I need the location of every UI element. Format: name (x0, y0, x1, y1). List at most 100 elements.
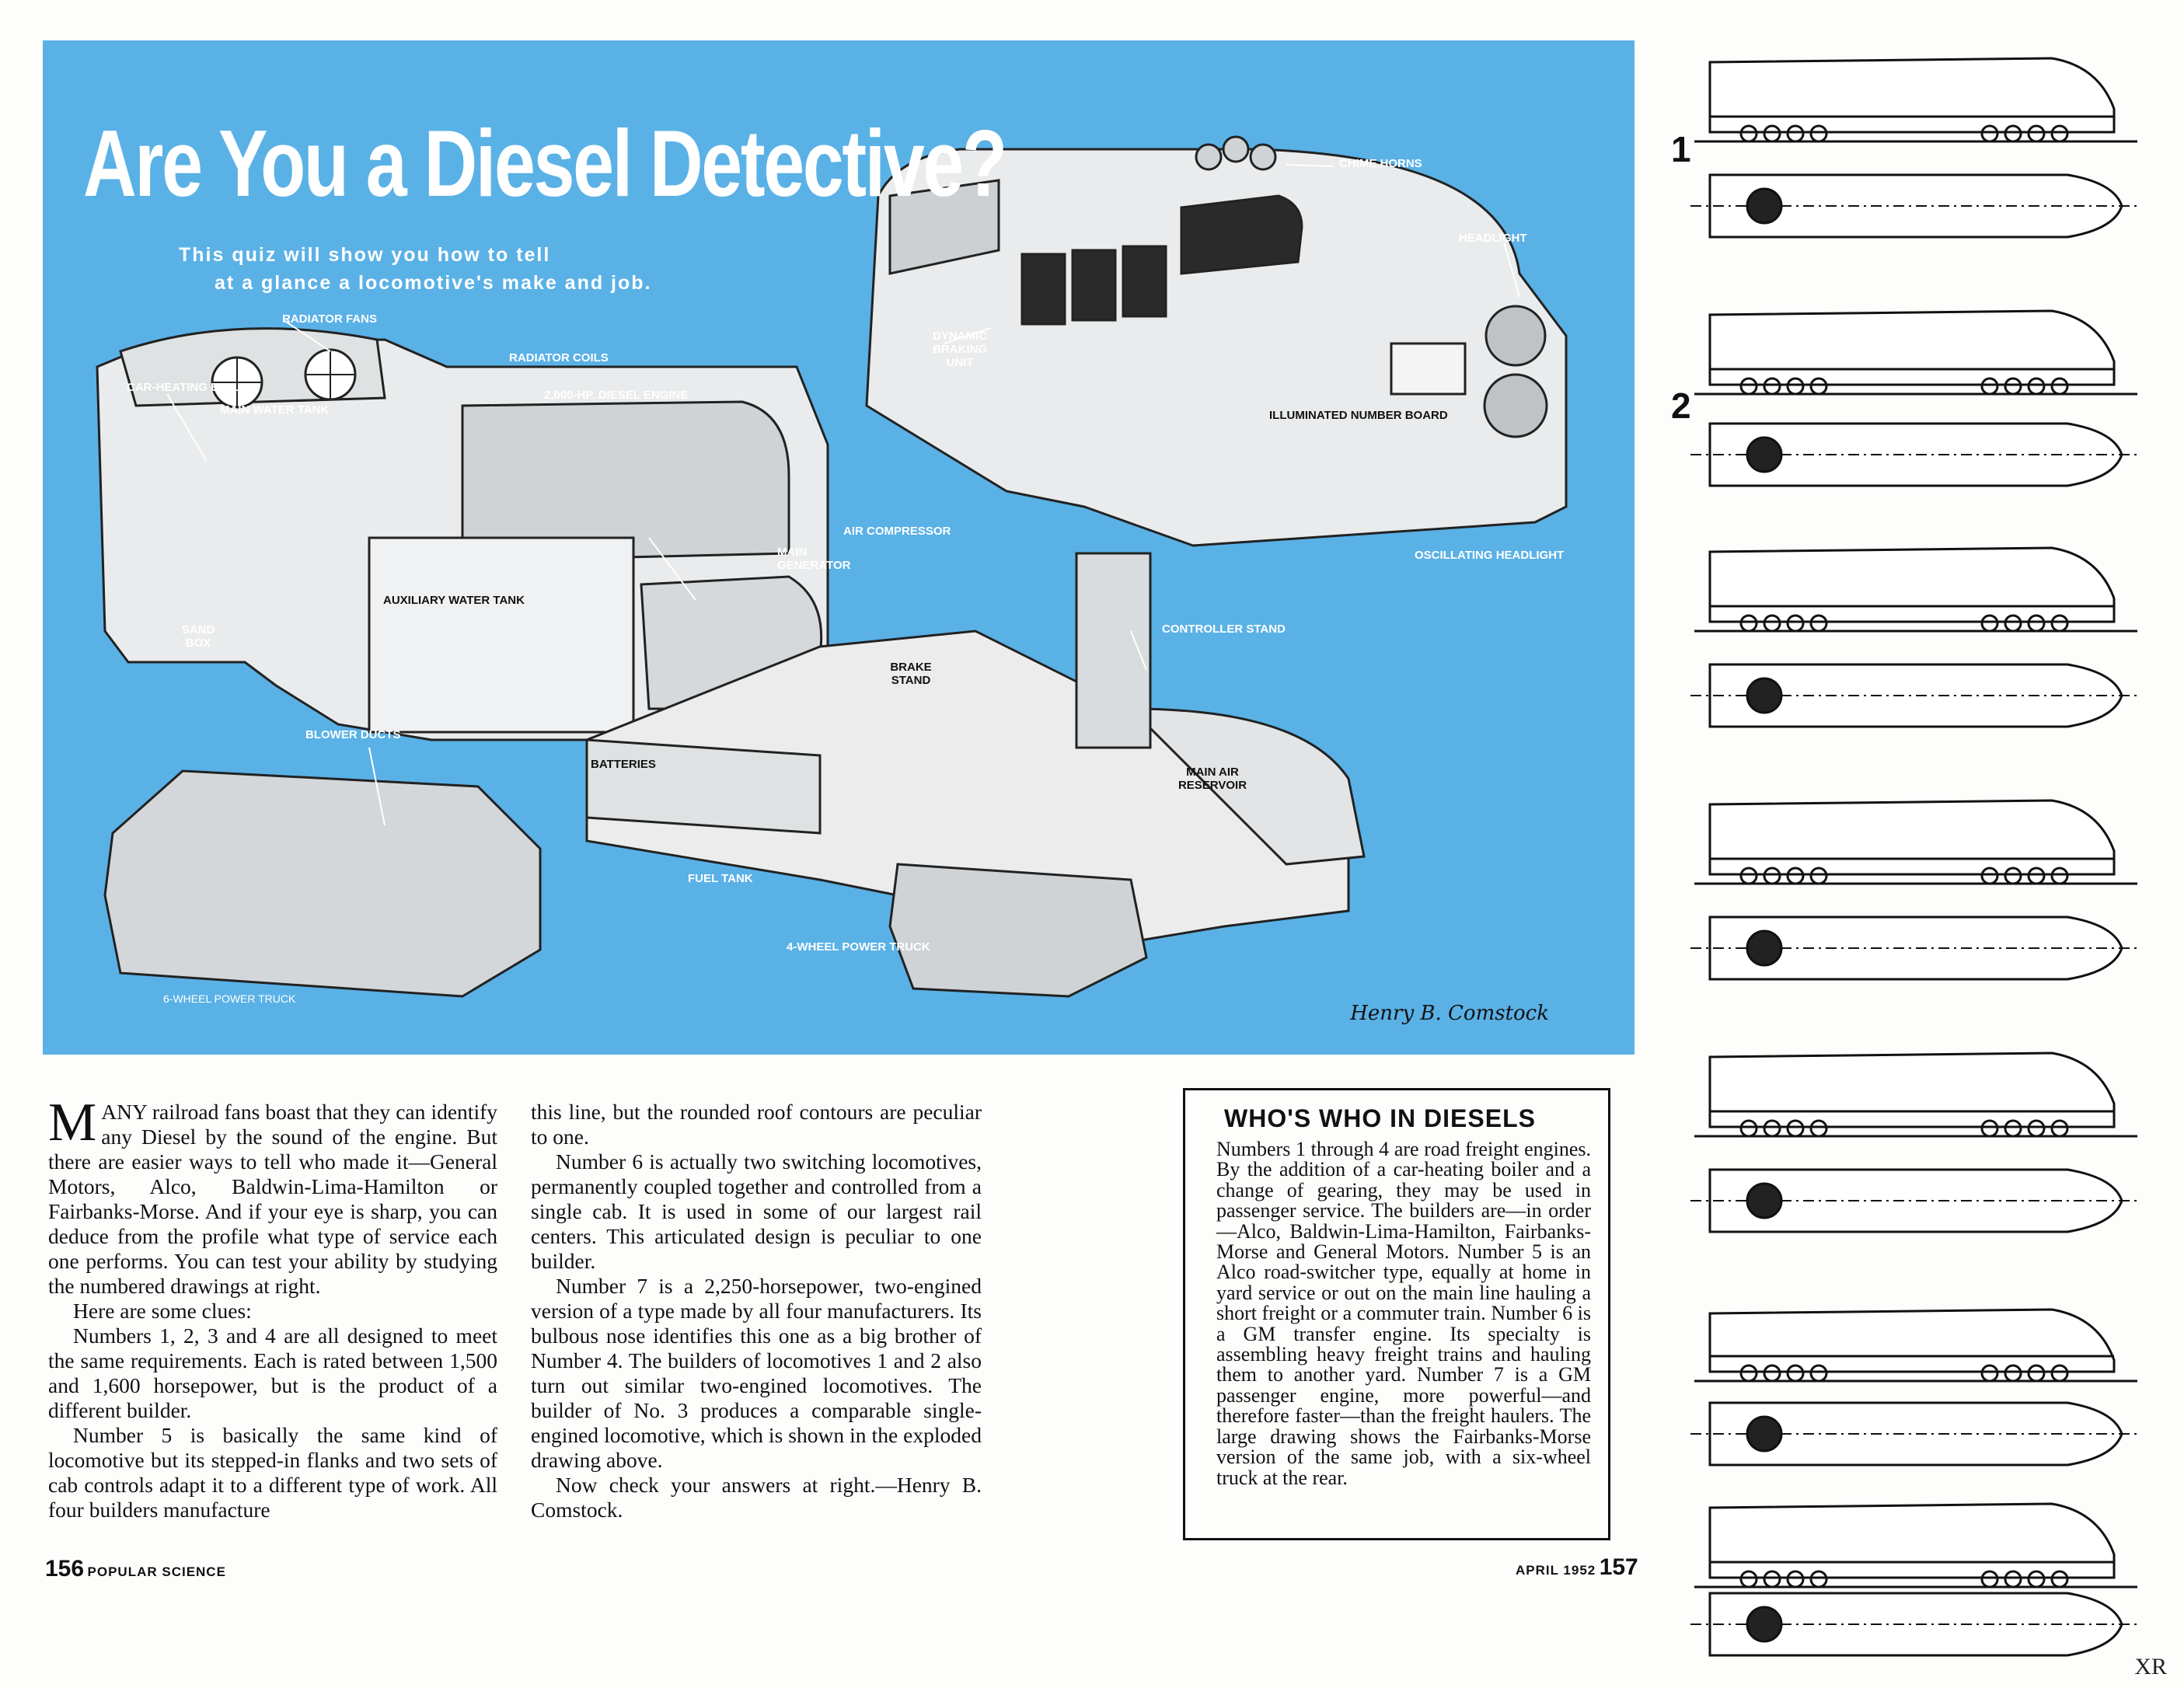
wheel (2004, 1364, 2022, 1383)
side-view-body (1708, 309, 2116, 386)
wheel (2004, 1570, 2022, 1589)
label-auxiliary-water-tank: AUXILIARY WATER TANK (383, 594, 525, 607)
wheel (2004, 377, 2022, 396)
corner-mark: XR (2134, 1654, 2167, 1679)
article-paragraph: Numbers 1, 2, 3 and 4 are all designed t… (48, 1324, 497, 1422)
label-dynamic-braking-unit: DYNAMIC BRAKING UNIT (933, 330, 987, 369)
wheel (2027, 614, 2046, 633)
label-diesel-engine: 2,000-HP. DIESEL ENGINE (544, 389, 689, 402)
wheel (1739, 124, 1758, 143)
side-view-body (1708, 1052, 2116, 1128)
top-view-fan (1746, 1606, 1783, 1643)
side-view-body (1708, 546, 2116, 623)
label-radiator-fans: RADIATOR FANS (282, 312, 377, 326)
wheel (1980, 614, 1999, 633)
page-title: Are You a Diesel Detective? (83, 110, 1007, 216)
side-view-body (1708, 57, 2116, 134)
illustration-panel: Are You a Diesel Detective? This quiz wi… (43, 40, 1635, 1055)
wheel (2027, 1364, 2046, 1383)
locomotive-profile-drawings (1690, 57, 2141, 1657)
label-main-air-reservoir: MAIN AIR RESERVOIR (1177, 766, 1247, 792)
wheel (1980, 867, 1999, 885)
artist-signature: Henry B. Comstock (1350, 1002, 1549, 1025)
wheel (1786, 1119, 1805, 1138)
wheel (2004, 124, 2022, 143)
folio-left: 156 POPULAR SCIENCE (45, 1556, 226, 1582)
magazine-name: POPULAR SCIENCE (87, 1564, 226, 1579)
page-number-left: 156 (45, 1556, 85, 1582)
wheel (2027, 1570, 2046, 1589)
side-view-body (1708, 1308, 2116, 1373)
wheel (1980, 1119, 1999, 1138)
wheel (1739, 614, 1758, 633)
profile-number-2: 2 (1671, 385, 1691, 426)
wheel (1739, 1364, 1758, 1383)
wheel (1980, 377, 1999, 396)
wheel (2027, 1119, 2046, 1138)
wheel (1786, 124, 1805, 143)
wheel (2050, 614, 2069, 633)
wheel (2004, 614, 2022, 633)
profile-number-1: 1 (1671, 129, 1691, 169)
wheel (2004, 867, 2022, 885)
drop-cap: M (48, 1093, 97, 1153)
wheel (1763, 614, 1781, 633)
article-paragraph: Number 5 is basically the same kind of l… (48, 1423, 497, 1522)
label-air-compressor: AIR COMPRESSOR (843, 525, 951, 538)
locomotive-profiles-column: 1 2 (1671, 31, 2161, 1671)
article-paragraph: Number 7 is a 2,250-horsepower, two-engi… (531, 1274, 982, 1472)
wheel (1763, 1119, 1781, 1138)
wheel (2050, 867, 2069, 885)
label-blower-ducts: BLOWER DUCTS (305, 728, 401, 741)
wheel (1786, 1570, 1805, 1589)
article-paragraph: Here are some clues: (73, 1299, 252, 1323)
label-batteries: BATTERIES (591, 758, 656, 771)
top-view-fan (1746, 187, 1783, 225)
label-headlight: HEADLIGHT (1459, 232, 1527, 245)
article-paragraph: Number 6 is actually two switching locom… (531, 1149, 982, 1273)
label-radiator-coils: RADIATOR COILS (509, 351, 609, 364)
top-view-fan (1746, 1182, 1783, 1219)
wheel (2050, 1364, 2069, 1383)
label-sand-box: SAND BOX (181, 623, 215, 650)
label-car-heating-boiler: CAR-HEATING BOILER (127, 381, 255, 394)
label-6-wheel-power-truck: 6-WHEEL POWER TRUCK (163, 992, 296, 1005)
top-view-fan (1746, 436, 1783, 473)
article-column-2: this line, but the rounded roof contours… (531, 1100, 982, 1522)
label-chime-horns: CHIME HORNS (1339, 157, 1422, 170)
side-view-body (1708, 1502, 2116, 1579)
top-view-fan (1746, 929, 1783, 967)
article-paragraph: Now check your answers at right.—Henry B… (531, 1473, 982, 1522)
wheel (1739, 377, 1758, 396)
wheel (2027, 377, 2046, 396)
wheel (2050, 1570, 2069, 1589)
wheel (1786, 867, 1805, 885)
page-number-right: 157 (1599, 1554, 1638, 1580)
wheel (1739, 867, 1758, 885)
label-oscillating-headlight: OSCILLATING HEADLIGHT (1415, 549, 1565, 562)
label-controller-stand: CONTROLLER STAND (1162, 623, 1286, 636)
wheel (1809, 1570, 1828, 1589)
wheel (1786, 614, 1805, 633)
locomotive-cutaway-illustration (96, 135, 1568, 998)
wheel (1739, 1119, 1758, 1138)
wheel (2027, 124, 2046, 143)
wheel (1763, 867, 1781, 885)
wheel (1786, 1364, 1805, 1383)
top-view-fan (1746, 1415, 1783, 1453)
wheel (1739, 1570, 1758, 1589)
label-main-generator: MAIN GENERATOR (777, 546, 851, 572)
wheel (1763, 1570, 1781, 1589)
subtitle-line-1: This quiz will show you how to tell (179, 244, 551, 266)
top-view-fan (1746, 677, 1783, 714)
wheel (1980, 124, 1999, 143)
wheel (1763, 124, 1781, 143)
label-illuminated-number-board: ILLUMINATED NUMBER BOARD (1269, 409, 1448, 422)
wheel (1809, 1364, 1828, 1383)
issue-date: APRIL 1952 (1516, 1563, 1596, 1578)
label-main-water-tank: MAIN WATER TANK (220, 403, 330, 417)
folio-right: APRIL 1952 157 (1516, 1554, 1638, 1581)
wheel (1809, 867, 1828, 885)
